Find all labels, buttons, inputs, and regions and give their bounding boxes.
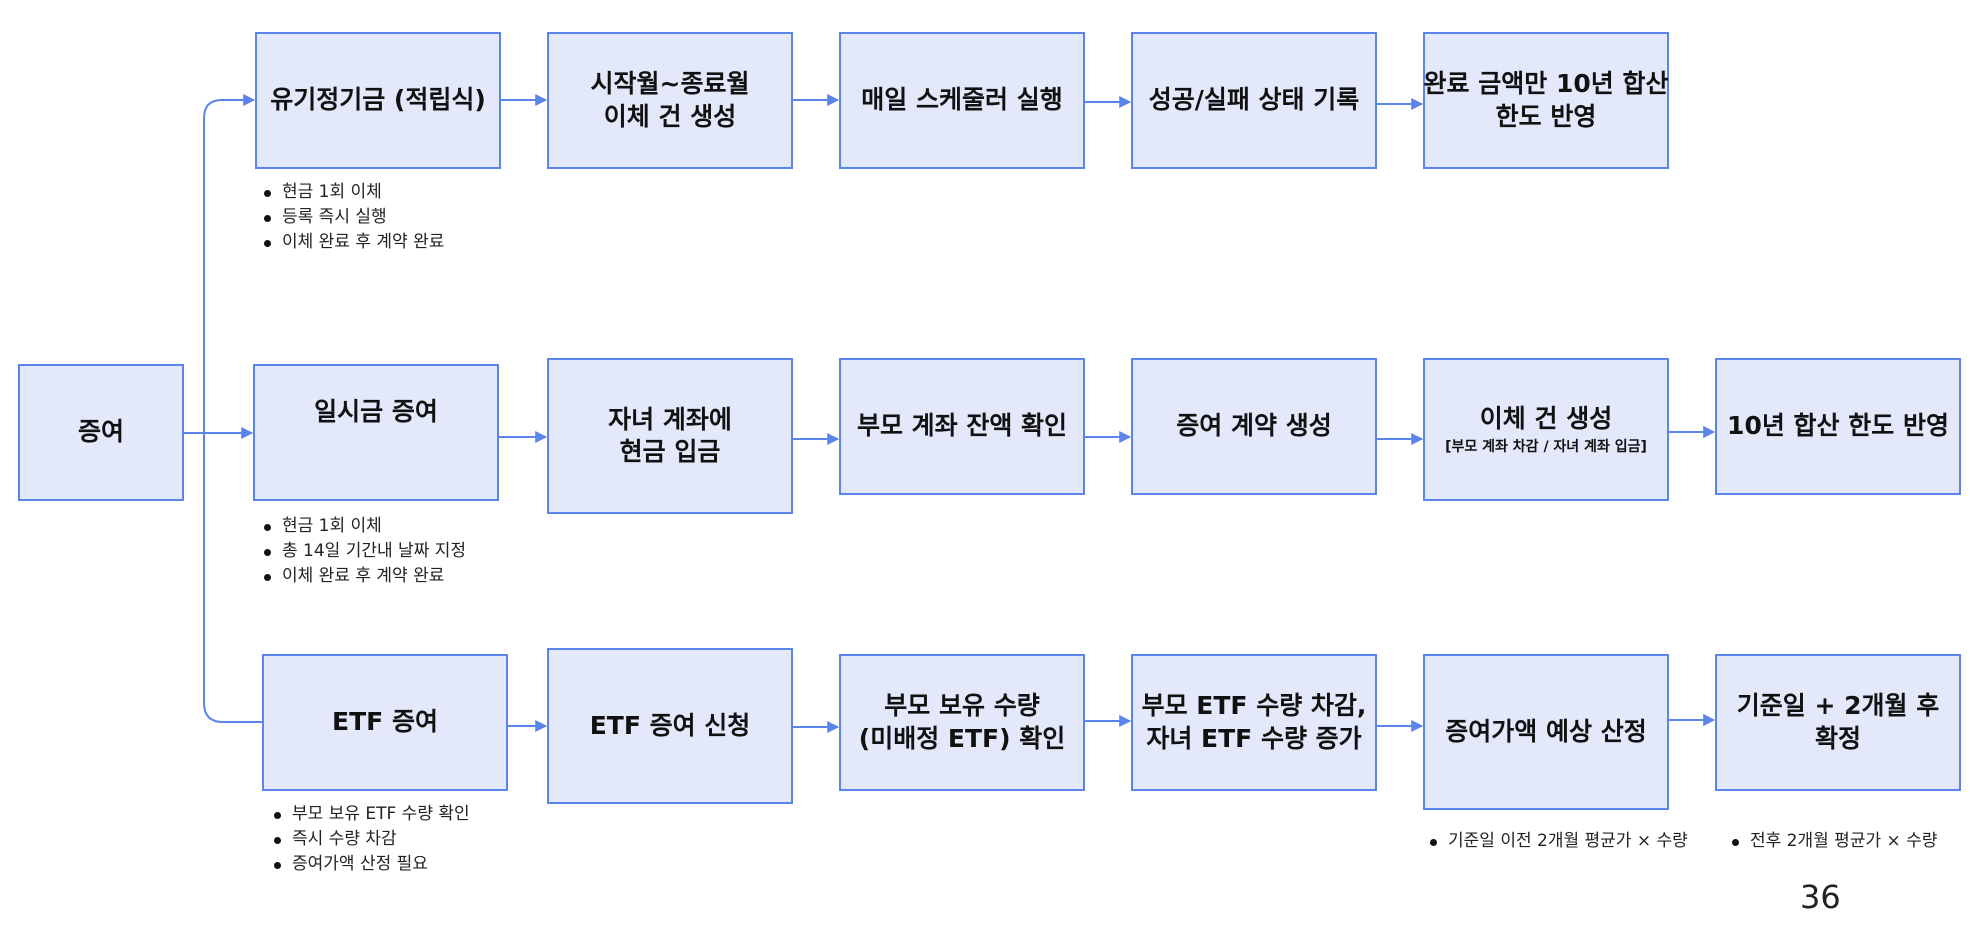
step-record-status: 성공/실패 상태 기록 (1131, 32, 1377, 169)
branch-connector-etf (203, 433, 262, 723)
step-deposit-child-account: 자녀 계좌에 현금 입금 (547, 358, 793, 514)
step-label: ETF 증여 (332, 707, 438, 737)
note-estimate-formula: 기준일 이전 2개월 평균가 × 수량 (1428, 829, 1688, 854)
note-item: 이체 완료 후 계약 완료 (262, 230, 444, 255)
step-etf-gift-request: ETF 증여 신청 (547, 648, 793, 804)
step-lump-sum-gift: 일시금 증여 (253, 364, 499, 501)
step-daily-scheduler: 매일 스케줄러 실행 (839, 32, 1085, 169)
step-create-monthly-transfers: 시작월~종료월 이체 건 생성 (547, 32, 793, 169)
step-label: 한도 반영 (1495, 101, 1597, 131)
note-item: 즉시 수량 차감 (272, 827, 470, 852)
step-confirm-after-two-months: 기준일 + 2개월 후 확정 (1715, 654, 1961, 791)
step-label: 현금 입금 (619, 437, 721, 466)
step-etf-gift: ETF 증여 (262, 654, 508, 791)
step-label: 성공/실패 상태 기록 (1148, 85, 1360, 115)
step-label: 증여가액 예상 산정 (1445, 716, 1647, 746)
note-item: 증여가액 산정 필요 (272, 852, 470, 877)
step-apply-10-year-limit: 10년 합산 한도 반영 (1715, 358, 1961, 495)
step-label: 이체 건 생성 (1479, 403, 1613, 433)
step-label: 증여 계약 생성 (1176, 411, 1332, 441)
page-number: 36 (1800, 878, 1841, 916)
branch-connector-installment (184, 94, 256, 434)
note-item: 기준일 이전 2개월 평균가 × 수량 (1428, 829, 1688, 854)
step-label: 일시금 증여 (314, 397, 438, 426)
step-check-parent-balance: 부모 계좌 잔액 확인 (839, 358, 1085, 495)
step-label: 자녀 ETF 수량 증가 (1146, 723, 1362, 753)
step-label: 유기정기금 (적립식) (270, 85, 486, 115)
step-label: 시작월~종료월 (590, 69, 750, 98)
note-item: 부모 보유 ETF 수량 확인 (272, 802, 470, 827)
note-item: 이체 완료 후 계약 완료 (262, 564, 466, 589)
note-confirm-formula: 전후 2개월 평균가 × 수량 (1730, 829, 1937, 854)
note-item: 등록 즉시 실행 (262, 205, 444, 230)
step-sublabel: [부모 계좌 차감 / 자녀 계좌 입금] (1445, 439, 1647, 456)
step-estimate-gift-value: 증여가액 예상 산정 (1423, 654, 1669, 810)
step-label: 부모 ETF 수량 차감, (1141, 691, 1367, 720)
notes-lump-sum: 현금 1회 이체 총 14일 기간내 날짜 지정 이체 완료 후 계약 완료 (262, 514, 466, 589)
step-label: (미배정 ETF) 확인 (858, 723, 1066, 753)
step-label: 기준일 + 2개월 후 (1736, 691, 1940, 720)
note-item: 전후 2개월 평균가 × 수량 (1730, 829, 1937, 854)
step-create-transfer: 이체 건 생성 [부모 계좌 차감 / 자녀 계좌 입금] (1423, 358, 1669, 501)
note-item: 현금 1회 이체 (262, 180, 444, 205)
step-check-parent-holdings: 부모 보유 수량 (미배정 ETF) 확인 (839, 654, 1085, 791)
notes-installment: 현금 1회 이체 등록 즉시 실행 이체 완료 후 계약 완료 (262, 180, 444, 255)
step-label: 부모 계좌 잔액 확인 (856, 411, 1068, 441)
step-label: 부모 보유 수량 (884, 691, 1040, 720)
step-create-gift-contract: 증여 계약 생성 (1131, 358, 1377, 495)
step-installment-type: 유기정기금 (적립식) (255, 32, 501, 169)
step-move-etf-quantity: 부모 ETF 수량 차감, 자녀 ETF 수량 증가 (1131, 654, 1377, 791)
root-node-gift: 증여 (18, 364, 184, 501)
step-label: 10년 합산 한도 반영 (1727, 411, 1949, 441)
step-label: 매일 스케줄러 실행 (861, 85, 1063, 115)
note-item: 현금 1회 이체 (262, 514, 466, 539)
step-label: 자녀 계좌에 (608, 404, 732, 434)
root-node-label: 증여 (77, 417, 124, 447)
notes-etf: 부모 보유 ETF 수량 확인 즉시 수량 차감 증여가액 산정 필요 (272, 802, 470, 877)
step-label: 확정 (1814, 723, 1861, 753)
note-item: 총 14일 기간내 날짜 지정 (262, 539, 466, 564)
step-label: 완료 금액만 10년 합산 (1423, 69, 1669, 98)
step-label: 이체 건 생성 (603, 101, 737, 131)
step-label: ETF 증여 신청 (589, 710, 751, 740)
step-apply-limit-completed: 완료 금액만 10년 합산 한도 반영 (1423, 32, 1669, 169)
